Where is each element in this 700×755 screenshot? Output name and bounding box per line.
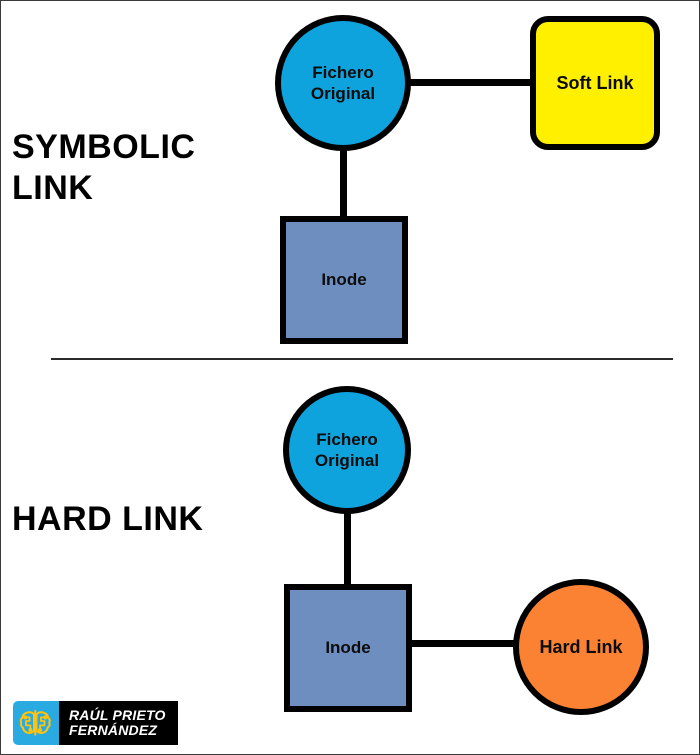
node-fichero-original-symbolic[interactable]: Fichero Original bbox=[275, 15, 411, 151]
section-divider bbox=[51, 358, 673, 360]
brand-name: RAÚL PRIETO FERNÁNDEZ bbox=[59, 701, 178, 745]
node-hard-link[interactable]: Hard Link bbox=[513, 579, 649, 715]
node-fichero-original-hard[interactable]: Fichero Original bbox=[283, 386, 411, 514]
edge-fichero-to-inode-bottom bbox=[344, 506, 351, 592]
edge-fichero-to-soft-link bbox=[401, 79, 539, 86]
node-inode-symbolic[interactable]: Inode bbox=[280, 216, 408, 344]
node-inode-hard[interactable]: Inode bbox=[284, 584, 412, 712]
edge-fichero-to-inode-top bbox=[340, 141, 347, 225]
brand-logo: RAÚL PRIETO FERNÁNDEZ bbox=[13, 701, 178, 745]
node-soft-link[interactable]: Soft Link bbox=[530, 16, 660, 150]
edge-inode-to-hard-link bbox=[405, 640, 523, 647]
brain-circuit-icon bbox=[19, 710, 51, 736]
hard-link-title: HARD LINK bbox=[12, 500, 204, 538]
symbolic-link-title: SYMBOLIC LINK bbox=[12, 128, 196, 208]
brand-mark bbox=[13, 701, 59, 745]
